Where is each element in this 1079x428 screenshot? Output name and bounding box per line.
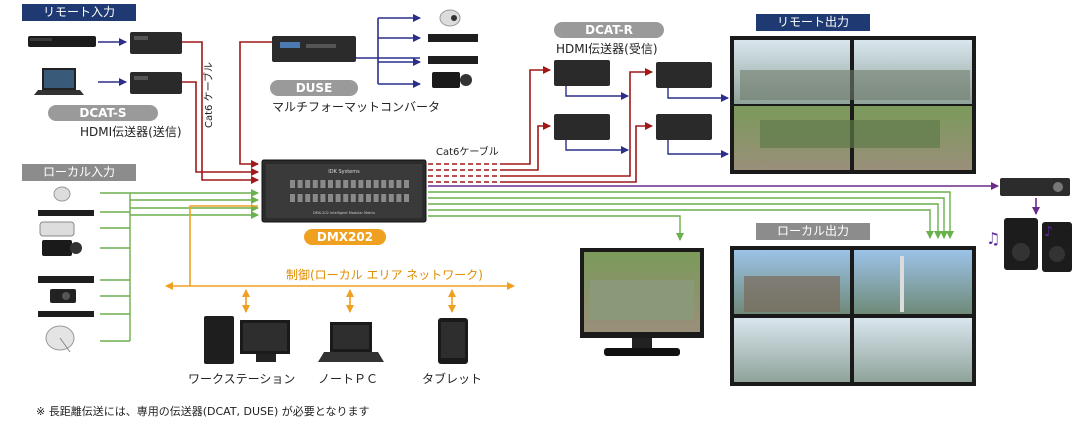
satellite-dish-icon <box>45 325 75 353</box>
footnote: ※ 長距離伝送には、専用の伝送器(DCAT, DUSE) が必要となります <box>36 405 370 418</box>
remote-input-cables <box>98 38 127 86</box>
matrix-button <box>297 180 303 188</box>
dcat-r-receiver-4 <box>656 114 712 140</box>
control-lan-lines <box>165 205 515 313</box>
dcat-r-receiver-2 <box>656 62 712 88</box>
tablet-icon <box>438 318 468 364</box>
recorder-device-icon <box>428 34 478 42</box>
matrix-button <box>404 194 409 202</box>
dcat-r-subtitle: HDMI伝送器(受信) <box>556 42 658 56</box>
local-output-tag: ローカル出力 <box>756 223 870 240</box>
local-camcorder-icon <box>42 240 82 256</box>
matrix-button <box>335 180 341 188</box>
dmx202-pill: DMX202 <box>304 229 386 245</box>
local-input-tag: ローカル入力 <box>22 164 136 181</box>
local-recorder-icon <box>38 210 94 216</box>
video-camera-icon <box>432 72 472 88</box>
dcat-r-receiver-1 <box>554 60 610 86</box>
dcat-s-pill: DCAT-S <box>48 105 158 121</box>
local-input-cables <box>100 189 259 342</box>
audio-cables <box>428 182 1040 215</box>
receiver-hdmi-cables <box>565 86 729 158</box>
matrix-button <box>373 194 379 202</box>
cat6-output-cables <box>428 66 653 183</box>
matrix-button <box>358 194 364 202</box>
dcat-s-transmitter-1 <box>130 32 182 54</box>
laptop-source-device <box>34 68 84 95</box>
matrix-button <box>343 194 349 202</box>
matrix-button <box>312 194 318 202</box>
matrix-button <box>373 180 379 188</box>
matrix-button <box>358 180 364 188</box>
speakers-icon <box>1004 218 1072 272</box>
matrix-button <box>366 180 371 188</box>
matrix-button <box>366 194 371 202</box>
dcat-s-subtitle: HDMI伝送器(送信) <box>80 125 182 139</box>
control-lan-label: 制御(ローカル エリア ネットワーク) <box>286 268 483 282</box>
local-projector-icon <box>39 221 75 237</box>
matrix-button <box>388 194 394 202</box>
dcat-r-pill: DCAT-R <box>554 22 664 38</box>
music-note-icon: ♫ ♪ <box>986 224 1053 248</box>
cat6-vertical-label: Cat6 ケーブル <box>204 62 215 128</box>
duse-pill: DUSE <box>270 80 358 96</box>
matrix-button <box>290 194 295 202</box>
duse-cables <box>356 14 421 88</box>
matrix-button <box>381 194 387 202</box>
ptz-camera-icon <box>439 9 461 27</box>
duse-converter-device <box>272 36 356 62</box>
local-camera-icon <box>50 289 76 303</box>
workstation-label: ワークステーション <box>188 372 296 386</box>
matrix-button <box>335 194 341 202</box>
notebook-label: ノートＰＣ <box>318 372 379 386</box>
matrix-button <box>381 180 387 188</box>
remote-output-tag: リモート出力 <box>756 14 870 31</box>
dmx-model-text: DMX-202 Intelligent Modular Matrix <box>313 211 375 215</box>
av-device-icon <box>428 56 478 64</box>
cat6-input-cables <box>182 41 272 184</box>
matrix-button <box>396 194 402 202</box>
local-video-wall <box>730 246 976 386</box>
matrix-button <box>305 180 311 188</box>
svg-text:♪: ♪ <box>1044 224 1053 240</box>
matrix-button <box>312 180 318 188</box>
matrix-button <box>320 180 326 188</box>
matrix-button <box>290 180 295 188</box>
audio-amplifier-device <box>1000 178 1070 196</box>
matrix-button <box>350 194 356 202</box>
matrix-button <box>404 180 409 188</box>
cat6-horizontal-label: Cat6ケーブル <box>436 147 499 158</box>
local-player-icon <box>38 276 94 283</box>
matrix-button <box>320 194 326 202</box>
matrix-button <box>328 194 333 202</box>
local-output-cables <box>428 191 954 241</box>
dcat-s-transmitter-2 <box>130 72 182 94</box>
notebook-pc-icon <box>318 322 384 362</box>
matrix-button <box>328 180 333 188</box>
local-tuner-icon <box>38 311 94 317</box>
tablet-label: タブレット <box>422 372 483 386</box>
matrix-button <box>350 180 356 188</box>
local-ptz-camera-icon <box>53 186 71 202</box>
workstation-icon <box>204 316 290 364</box>
matrix-button <box>343 180 349 188</box>
remote-input-tag: リモート入力 <box>22 4 136 21</box>
bluray-player-device <box>28 36 96 47</box>
local-monitor <box>580 248 704 356</box>
remote-video-wall <box>730 36 976 174</box>
dmx-brand-text: IDK Systems <box>328 169 360 175</box>
matrix-button <box>388 180 394 188</box>
matrix-button <box>297 194 303 202</box>
duse-subtitle: マルチフォーマットコンバータ <box>272 100 441 114</box>
dcat-r-receiver-3 <box>554 114 610 140</box>
matrix-button <box>305 194 311 202</box>
matrix-button <box>396 180 402 188</box>
dmx202-matrix-device: IDK Systems DMX-202 Intelligent Modular … <box>261 159 427 223</box>
svg-text:♫: ♫ <box>986 229 1000 248</box>
